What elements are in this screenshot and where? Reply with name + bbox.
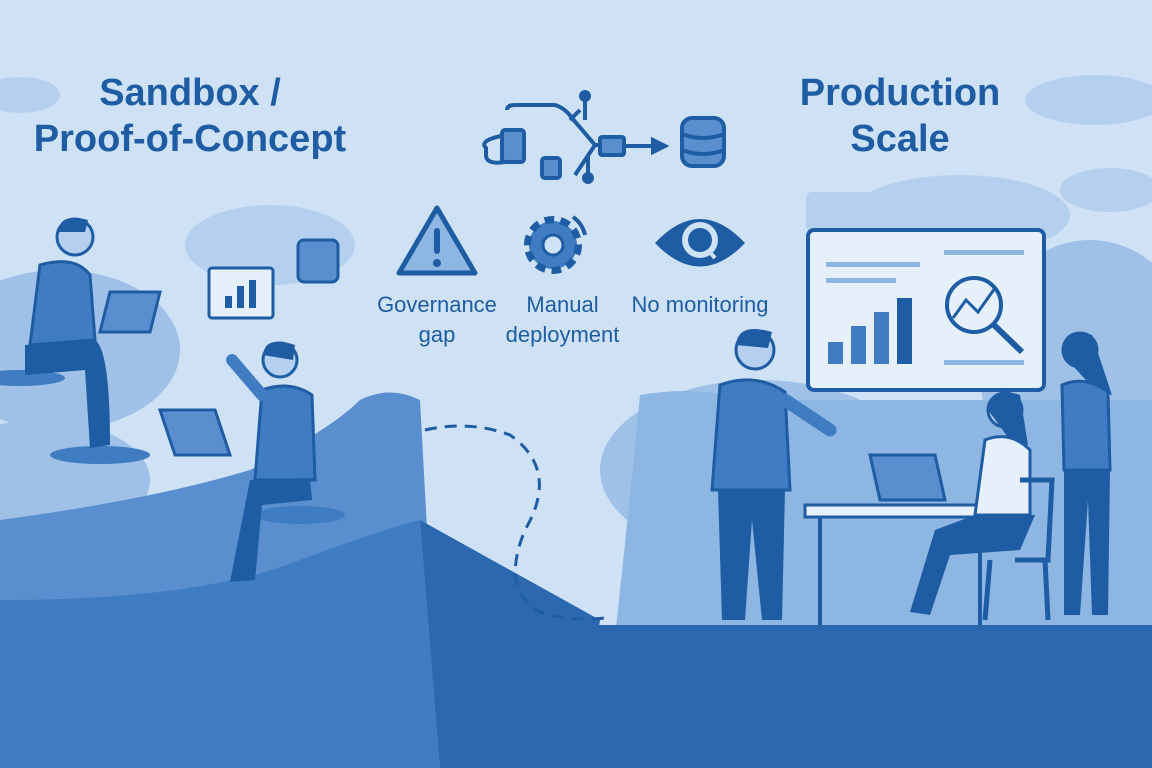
label-line2: deployment <box>505 322 620 347</box>
left-cliff-base <box>0 520 440 768</box>
warning-triangle-icon <box>396 205 478 276</box>
governance-gap-label: Governance gap <box>362 290 512 350</box>
person-pointing-laptop <box>157 341 345 582</box>
eye-search-icon <box>655 219 745 267</box>
pipeline-icon <box>482 90 726 184</box>
production-title: Production Scale <box>760 70 1040 162</box>
manual-deployment-label: Manual deployment <box>490 290 635 350</box>
production-title-line2: Scale <box>850 118 950 160</box>
desk-with-laptop <box>803 453 997 625</box>
label-line1: No monitoring <box>631 292 769 317</box>
chasm <box>420 520 600 768</box>
cloud-block-icon <box>296 238 340 284</box>
dashed-path <box>424 424 606 621</box>
dashboard-screen <box>806 228 1046 392</box>
gear-icon <box>524 215 587 274</box>
label-line1: Governance <box>377 292 497 317</box>
production-title-line1: Production <box>799 72 1001 114</box>
person-standing-woman <box>1060 331 1112 615</box>
person-seated-woman <box>910 391 1055 621</box>
label-line1: Manual <box>526 292 599 317</box>
chart-card-icon <box>207 266 275 320</box>
sandbox-title-line2: Proof-of-Concept <box>33 118 347 160</box>
right-ground <box>580 625 1152 768</box>
no-monitoring-label: No monitoring <box>615 290 785 320</box>
person-presenting <box>710 328 837 620</box>
sandbox-title-line1: Sandbox / <box>99 72 281 114</box>
sandbox-title: Sandbox / Proof-of-Concept <box>10 70 370 162</box>
person-sitting-laptop <box>0 217 162 464</box>
label-line2: gap <box>418 322 456 347</box>
